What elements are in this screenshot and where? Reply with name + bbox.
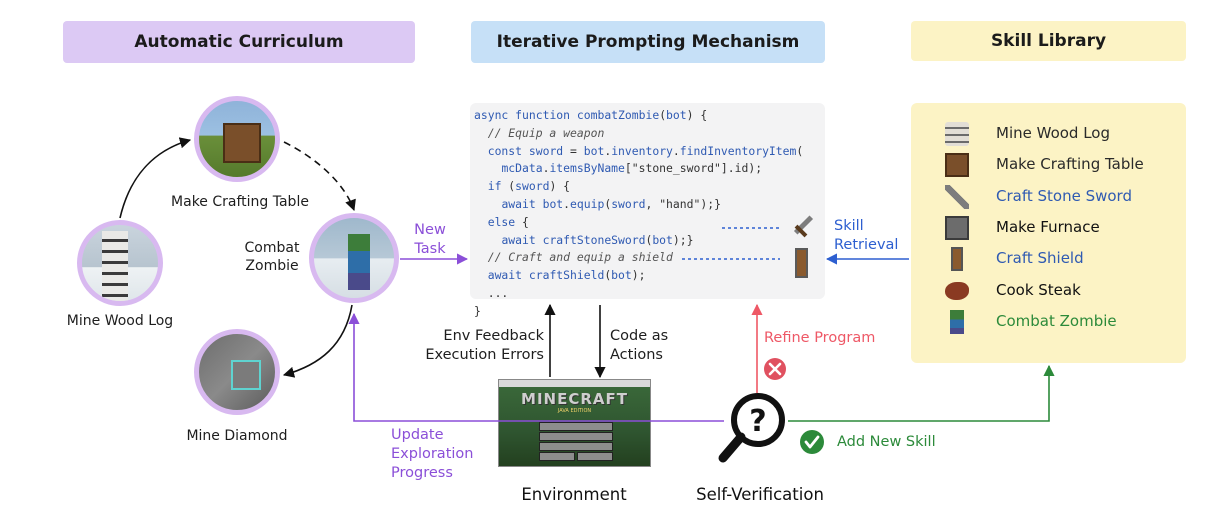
zombie-figure bbox=[348, 234, 370, 290]
skill-item: Mine Wood Log bbox=[911, 120, 1186, 146]
menu-button-3 bbox=[539, 442, 613, 451]
skill-item: Craft Stone Sword bbox=[911, 183, 1186, 209]
birch-log-block bbox=[102, 231, 128, 301]
code-line: } bbox=[474, 303, 481, 318]
label-make-crafting-table: Make Crafting Table bbox=[171, 194, 309, 210]
menu-button-5 bbox=[577, 452, 613, 461]
code-line: // Craft and equip a shield bbox=[474, 250, 673, 265]
arrow-update-exploration bbox=[348, 312, 724, 422]
label-code-as-actions: Code as Actions bbox=[610, 327, 690, 365]
svg-text:?: ? bbox=[749, 404, 766, 439]
code-text: async function combatZombie(bot) { // Eq… bbox=[470, 103, 825, 321]
label-combat-zombie-line2: Zombie bbox=[245, 258, 299, 275]
skill-item-label: Mine Wood Log bbox=[996, 124, 1111, 142]
scene-combat-zombie bbox=[309, 213, 399, 303]
label-code-as-actions-line2: Actions bbox=[610, 346, 663, 363]
wood-log-icon bbox=[945, 122, 969, 146]
label-update-line1: Update bbox=[391, 427, 444, 443]
shield-icon bbox=[951, 247, 963, 271]
stone-sword-icon bbox=[945, 185, 969, 209]
arrow-zombie-to-diamond bbox=[282, 304, 353, 378]
code-line: const sword = bot.inventory.findInventor… bbox=[487, 143, 804, 158]
scene-mine-wood-log bbox=[77, 220, 163, 306]
diamond-ore-block bbox=[231, 360, 261, 390]
label-update-line2: Exploration bbox=[391, 445, 474, 462]
skill-item-label: Combat Zombie bbox=[996, 312, 1117, 330]
label-self-verification: Self-Verification bbox=[696, 485, 824, 504]
steak-icon bbox=[945, 282, 969, 300]
skill-item: Cook Steak bbox=[911, 277, 1186, 303]
code-line: await craftShield(bot); bbox=[487, 268, 646, 283]
code-line: mcData.itemsByName["stone_sword"].id); bbox=[501, 161, 763, 176]
header-skill-library: Skill Library bbox=[911, 21, 1186, 61]
code-line: if (sword) { bbox=[487, 179, 571, 194]
header-iterative-prompting: Iterative Prompting Mechanism bbox=[471, 21, 825, 63]
label-new-task-line1: New bbox=[414, 222, 446, 238]
success-check-icon bbox=[800, 430, 824, 454]
label-env-feedback-line2: Execution Errors bbox=[425, 346, 544, 363]
furnace-icon bbox=[945, 216, 969, 240]
crafting-table-block bbox=[223, 123, 261, 163]
menu-button-1 bbox=[539, 422, 613, 431]
code-shield-icon bbox=[795, 248, 808, 278]
label-new-task-line2: Task bbox=[414, 240, 446, 257]
header-automatic-curriculum: Automatic Curriculum bbox=[63, 21, 415, 63]
label-combat-zombie: Combat Zombie bbox=[236, 239, 308, 275]
label-skill-retrieval: Skill Retrieval bbox=[834, 217, 914, 255]
magnifier-question-icon: ? bbox=[718, 393, 785, 463]
code-line: ... bbox=[474, 285, 509, 300]
arrow-wood-to-table bbox=[119, 137, 192, 219]
skill-item: Combat Zombie bbox=[911, 308, 1186, 334]
label-new-task: New Task bbox=[404, 221, 456, 259]
code-line: else { bbox=[487, 214, 529, 229]
label-mine-wood-log: Mine Wood Log bbox=[66, 313, 174, 329]
label-add-new-skill: Add New Skill bbox=[837, 434, 936, 450]
minecraft-edition: JAVA EDITION bbox=[557, 408, 592, 414]
label-env-feedback: Env Feedback Execution Errors bbox=[410, 327, 544, 365]
skill-item: Craft Shield bbox=[911, 245, 1186, 271]
label-skill-retrieval-line1: Skill bbox=[834, 218, 864, 234]
code-line: await bot.equip(sword, "hand");} bbox=[501, 196, 721, 211]
scene-mine-diamond bbox=[194, 329, 280, 415]
label-update-line3: Progress bbox=[391, 464, 453, 481]
menu-button-2 bbox=[539, 432, 613, 441]
fail-x-icon bbox=[764, 358, 786, 380]
arrow-table-to-zombie bbox=[283, 141, 356, 212]
game-window-bar bbox=[499, 380, 650, 387]
skill-item-label: Make Crafting Table bbox=[996, 155, 1144, 173]
code-line: async function combatZombie(bot) { bbox=[474, 108, 708, 122]
skill-item-label: Craft Shield bbox=[996, 249, 1084, 267]
skill-item-label: Make Furnace bbox=[996, 218, 1100, 236]
zombie-icon bbox=[950, 310, 964, 334]
label-env-feedback-line1: Env Feedback bbox=[443, 328, 544, 344]
skill-item-label: Craft Stone Sword bbox=[996, 187, 1132, 205]
label-skill-retrieval-line2: Retrieval bbox=[834, 236, 899, 253]
skill-item: Make Crafting Table bbox=[911, 151, 1186, 177]
label-update-exploration: Update Exploration Progress bbox=[391, 426, 491, 483]
label-mine-diamond: Mine Diamond bbox=[186, 428, 288, 444]
scene-make-crafting-table bbox=[194, 96, 280, 182]
skill-item: Make Furnace bbox=[911, 214, 1186, 240]
label-code-as-actions-line1: Code as bbox=[610, 328, 669, 344]
code-line: await craftStoneSword(bot);} bbox=[501, 232, 694, 247]
label-refine-program: Refine Program bbox=[764, 330, 876, 346]
skill-item-label: Cook Steak bbox=[996, 281, 1081, 299]
minecraft-logo: MINECRAFT bbox=[521, 390, 628, 408]
menu-button-4 bbox=[539, 452, 575, 461]
environment-game-screen: MINECRAFT JAVA EDITION bbox=[498, 379, 651, 467]
code-block: async function combatZombie(bot) { // Eq… bbox=[470, 103, 825, 318]
label-environment: Environment bbox=[521, 485, 627, 504]
arrow-add-new-skill bbox=[788, 364, 1055, 422]
code-line: // Equip a weapon bbox=[474, 125, 605, 140]
crafting-table-icon bbox=[945, 153, 969, 177]
label-combat-zombie-line1: Combat bbox=[244, 240, 300, 256]
